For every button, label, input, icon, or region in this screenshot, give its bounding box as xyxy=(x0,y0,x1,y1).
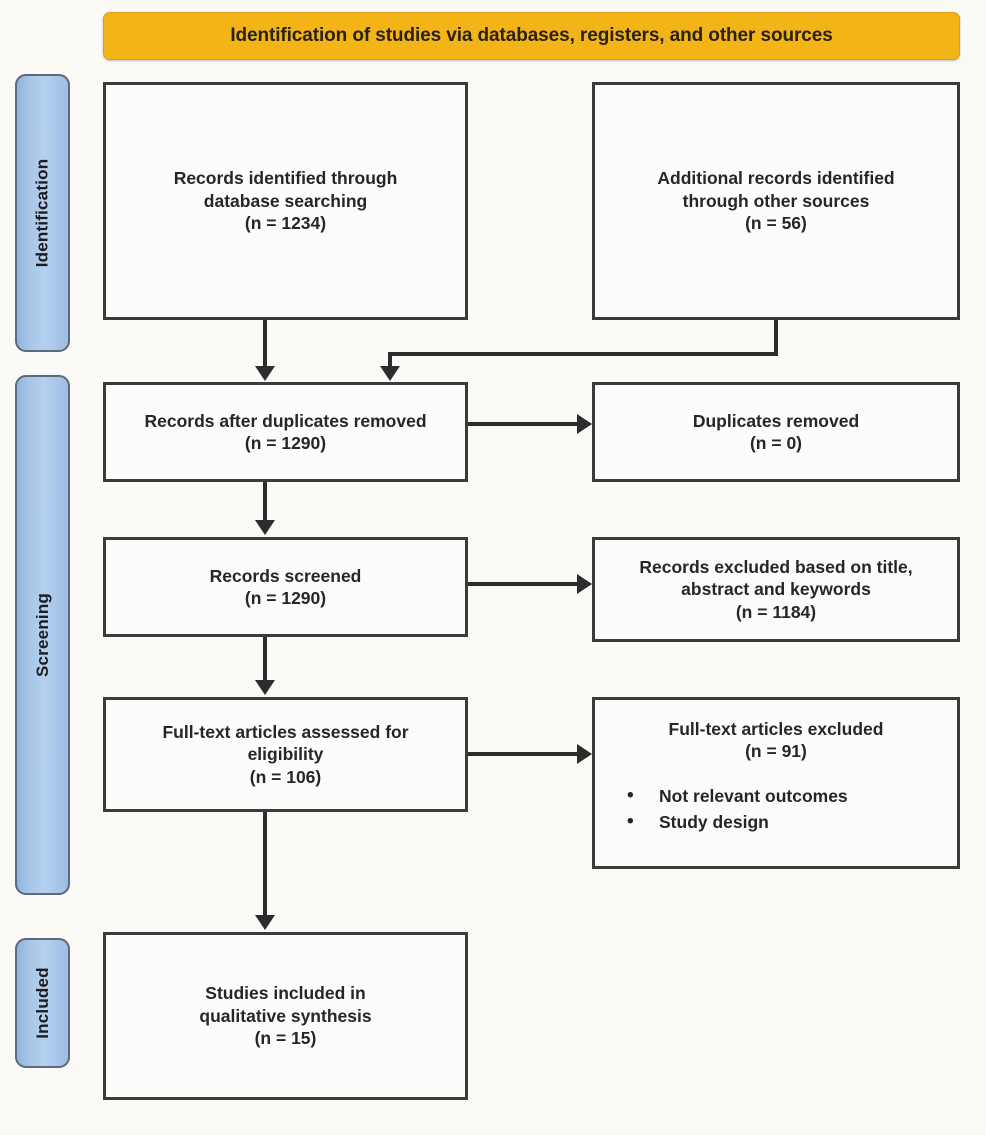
box-line: Additional records identified xyxy=(657,168,895,189)
box-count: (n = 1290) xyxy=(244,588,327,608)
arrowhead-afterdup-to-dupremoved xyxy=(577,414,592,434)
box-line: abstract and keywords xyxy=(681,579,871,600)
box-count: (n = 1184) xyxy=(735,601,817,622)
box-line: Records screened xyxy=(209,565,362,586)
arrowhead-fulltext-to-included xyxy=(255,915,275,930)
box-records-after-duplicates-removed: Records after duplicates removed (n = 12… xyxy=(103,382,468,482)
box-line: Studies included in xyxy=(205,983,366,1004)
connector-afterdup-to-screened xyxy=(263,482,267,522)
list-item: Study design xyxy=(623,808,848,837)
box-count: (n = 0) xyxy=(749,433,803,453)
box-line: Records excluded based on title, xyxy=(639,556,913,577)
stage-label-screening: Screening xyxy=(32,593,52,677)
arrowhead-afterdup-to-screened xyxy=(255,520,275,535)
box-fulltext-assessed: Full-text articles assessed for eligibil… xyxy=(103,697,468,812)
box-count: (n = 1234) xyxy=(244,213,327,234)
connector-screened-to-fulltext xyxy=(263,637,267,682)
connector-afterdup-to-dupremoved xyxy=(468,422,578,426)
box-records-screened: Records screened (n = 1290) xyxy=(103,537,468,637)
connector-othersrc-down xyxy=(774,320,778,356)
connector-othersrc-left xyxy=(388,352,778,356)
connector-screened-to-recexcl xyxy=(468,582,578,586)
stage-badge-identification: Identification xyxy=(15,74,70,352)
connector-fulltext-to-ftexcl xyxy=(468,752,578,756)
box-line: Duplicates removed xyxy=(692,410,860,431)
box-line: through other sources xyxy=(682,190,870,211)
connector-fulltext-to-included xyxy=(263,812,267,917)
box-line: Full-text articles excluded xyxy=(668,719,884,739)
arrowhead-othersrc-to-afterdup xyxy=(380,366,400,381)
box-duplicates-removed: Duplicates removed (n = 0) xyxy=(592,382,960,482)
list-item: Not relevant outcomes xyxy=(623,782,848,811)
box-line: Full-text articles assessed for xyxy=(162,721,409,742)
arrowhead-fulltext-to-ftexcl xyxy=(577,744,592,764)
box-count: (n = 91) xyxy=(745,741,807,762)
arrowhead-screened-to-fulltext xyxy=(255,680,275,695)
box-records-excluded: Records excluded based on title, abstrac… xyxy=(592,537,960,642)
connector-dbsearch-to-afterdup xyxy=(263,320,267,368)
box-line: Records identified through xyxy=(173,168,398,189)
stage-badge-screening: Screening xyxy=(15,375,70,895)
box-count: (n = 1290) xyxy=(244,433,327,453)
diagram-title: Identification of studies via databases,… xyxy=(230,25,833,46)
box-line: eligibility xyxy=(247,744,324,765)
diagram-header-banner: Identification of studies via databases,… xyxy=(103,12,960,60)
box-records-identified-database: Records identified through database sear… xyxy=(103,82,468,320)
box-line: database searching xyxy=(203,190,368,211)
connector-othersrc-down2 xyxy=(388,352,392,368)
arrowhead-dbsearch-to-afterdup xyxy=(255,366,275,381)
stage-label-identification: Identification xyxy=(32,158,52,268)
box-additional-records-other-sources: Additional records identified through ot… xyxy=(592,82,960,320)
box-count: (n = 15) xyxy=(254,1028,317,1049)
box-studies-included: Studies included in qualitative synthesi… xyxy=(103,932,468,1100)
box-count: (n = 106) xyxy=(249,766,322,787)
box-count: (n = 56) xyxy=(745,213,807,234)
box-fulltext-excluded: Full-text articles excluded (n = 91) Not… xyxy=(592,697,960,869)
arrowhead-screened-to-recexcl xyxy=(577,574,592,594)
stage-label-included: Included xyxy=(32,967,52,1039)
box-line: qualitative synthesis xyxy=(199,1005,372,1026)
exclusion-reason-list: Not relevant outcomes Study design xyxy=(605,782,848,837)
box-line: Records after duplicates removed xyxy=(144,410,427,431)
stage-badge-included: Included xyxy=(15,938,70,1068)
